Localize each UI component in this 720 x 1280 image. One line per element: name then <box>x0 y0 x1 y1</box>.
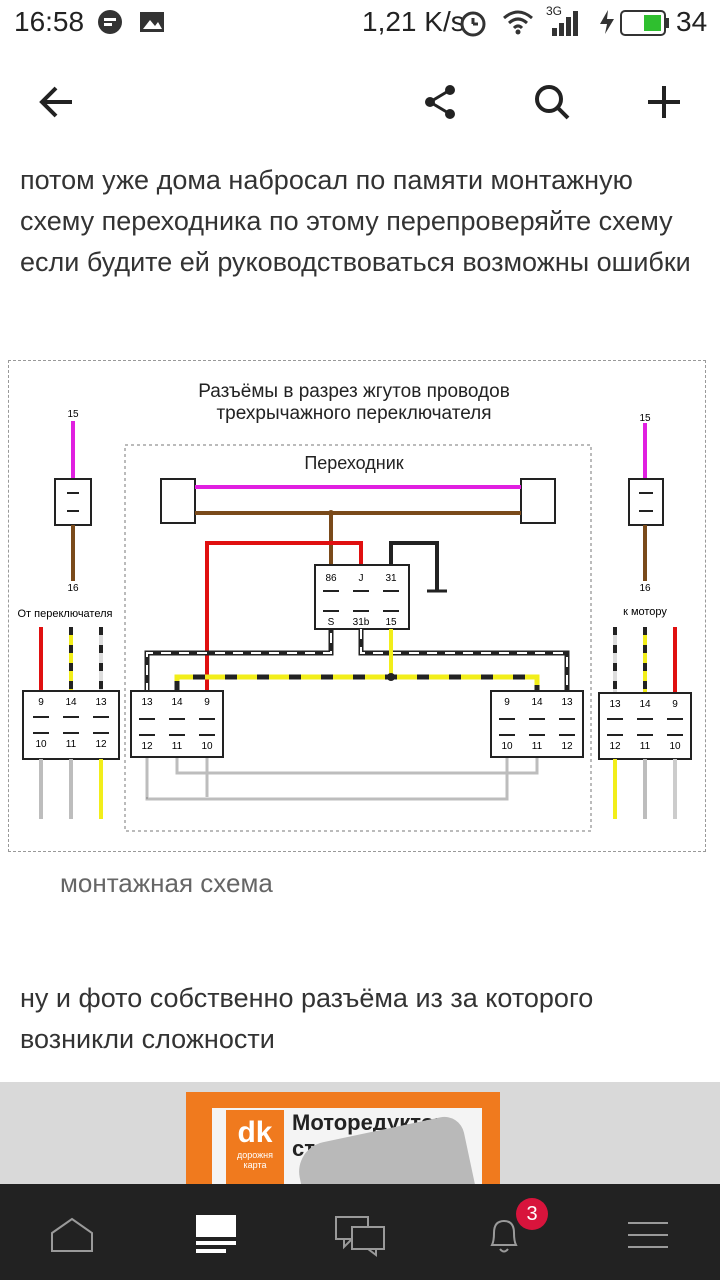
gallery-icon <box>138 8 166 43</box>
notifications-badge: 3 <box>516 1198 548 1230</box>
nav-feed[interactable] <box>186 1210 246 1260</box>
search-icon <box>535 85 570 120</box>
network-type: 3G <box>546 4 563 18</box>
post-paragraph-2: ну и фото собственно разъёма из за котор… <box>20 983 594 1054</box>
wiring-diagram: Разъёмы в разрез жгутов проводов трехрыч… <box>18 381 692 832</box>
outer-left-pin: 10 <box>35 739 47 750</box>
connector-photo[interactable]: dk дорожня карта Моторедуктор стек <box>0 1082 720 1184</box>
inner-right-pin: 12 <box>561 741 573 752</box>
arrow-left-icon <box>39 86 72 118</box>
right-pin-15: 15 <box>639 413 651 424</box>
left-pin-15: 15 <box>67 409 79 420</box>
left-pin-16: 16 <box>67 583 79 594</box>
nav-menu[interactable] <box>618 1210 678 1260</box>
post-paragraph-1: потом уже дома набросал по памяти монтаж… <box>20 165 691 277</box>
outer-left-pin: 14 <box>65 697 77 708</box>
battery-level: 34 <box>676 6 708 37</box>
relay-pin-31b: 31b <box>353 617 370 628</box>
charging-icon <box>598 8 616 43</box>
battery-icon <box>620 10 670 43</box>
share-button[interactable] <box>416 78 464 126</box>
adapter-label: Переходник <box>304 453 403 473</box>
nav-home[interactable] <box>42 1210 102 1260</box>
messenger-icon <box>96 8 124 43</box>
add-button[interactable] <box>640 78 688 126</box>
status-bar: 16:58 1,21 K/s 3G 34 <box>0 0 720 44</box>
outer-left-pin: 11 <box>66 739 77 750</box>
outer-right-pin: 13 <box>609 699 621 710</box>
figure-caption: монтажная схема <box>60 868 273 898</box>
relay-pin-15: 15 <box>385 617 397 628</box>
outer-right-pin: 12 <box>609 741 621 752</box>
relay-pin-s: S <box>328 617 335 628</box>
inner-right-pin: 9 <box>504 697 510 708</box>
inner-left-pin: 12 <box>141 741 153 752</box>
wifi-icon <box>502 8 534 43</box>
inner-right-pin: 10 <box>501 741 513 752</box>
inner-left-pin: 10 <box>201 741 213 752</box>
network-speed: 1,21 K/s <box>362 6 465 37</box>
menu-icon <box>628 1222 668 1248</box>
to-motor-label: к мотору <box>623 606 667 618</box>
relay-pin-j: J <box>359 573 364 584</box>
signal-icon <box>546 8 582 45</box>
relay-pin-86: 86 <box>325 573 337 584</box>
bottom-navigation <box>0 1184 720 1280</box>
right-pin-16: 16 <box>639 583 651 594</box>
inner-left-pin: 9 <box>204 697 210 708</box>
share-icon <box>425 85 455 119</box>
svg-text:dk: dk <box>237 1116 272 1149</box>
feed-icon <box>196 1215 236 1253</box>
from-switch-label: От переключателя <box>18 608 113 620</box>
brand-logo-text: дорожня карта <box>236 1150 274 1170</box>
relay-pin-31: 31 <box>385 573 397 584</box>
nav-messages[interactable] <box>330 1210 390 1260</box>
outer-right-pin: 10 <box>669 741 681 752</box>
dk-logo-icon: dk <box>237 1116 272 1149</box>
outer-right-pin: 14 <box>639 699 651 710</box>
inner-left-pin: 11 <box>172 741 183 752</box>
brand-logo: dk дорожня карта <box>226 1110 284 1184</box>
search-button[interactable] <box>528 78 576 126</box>
back-button[interactable] <box>32 78 80 126</box>
outer-right-pin: 11 <box>640 741 651 752</box>
inner-right-pin: 11 <box>532 741 543 752</box>
nav-notifications[interactable] <box>474 1210 534 1260</box>
diagram-title-1: Разъёмы в разрез жгутов проводов <box>198 381 510 402</box>
outer-left-pin: 12 <box>95 739 107 750</box>
inner-left-pin: 14 <box>171 697 183 708</box>
home-icon <box>51 1217 93 1252</box>
inner-left-pin: 13 <box>141 697 153 708</box>
bell-icon <box>490 1219 518 1253</box>
status-time: 16:58 <box>14 6 85 37</box>
plus-icon <box>648 86 680 118</box>
toolbar <box>0 60 720 144</box>
diagram-title-2: трехрычажного переключателя <box>216 403 491 424</box>
outer-right-pin: 9 <box>672 699 678 710</box>
chat-icon <box>335 1216 385 1257</box>
inner-right-pin: 14 <box>531 697 543 708</box>
outer-left-pin: 9 <box>38 697 44 708</box>
outer-left-pin: 13 <box>95 697 107 708</box>
inner-right-pin: 13 <box>561 697 573 708</box>
wiring-diagram-image[interactable]: Разъёмы в разрез жгутов проводов трехрыч… <box>8 360 706 852</box>
alarm-icon <box>458 8 488 45</box>
